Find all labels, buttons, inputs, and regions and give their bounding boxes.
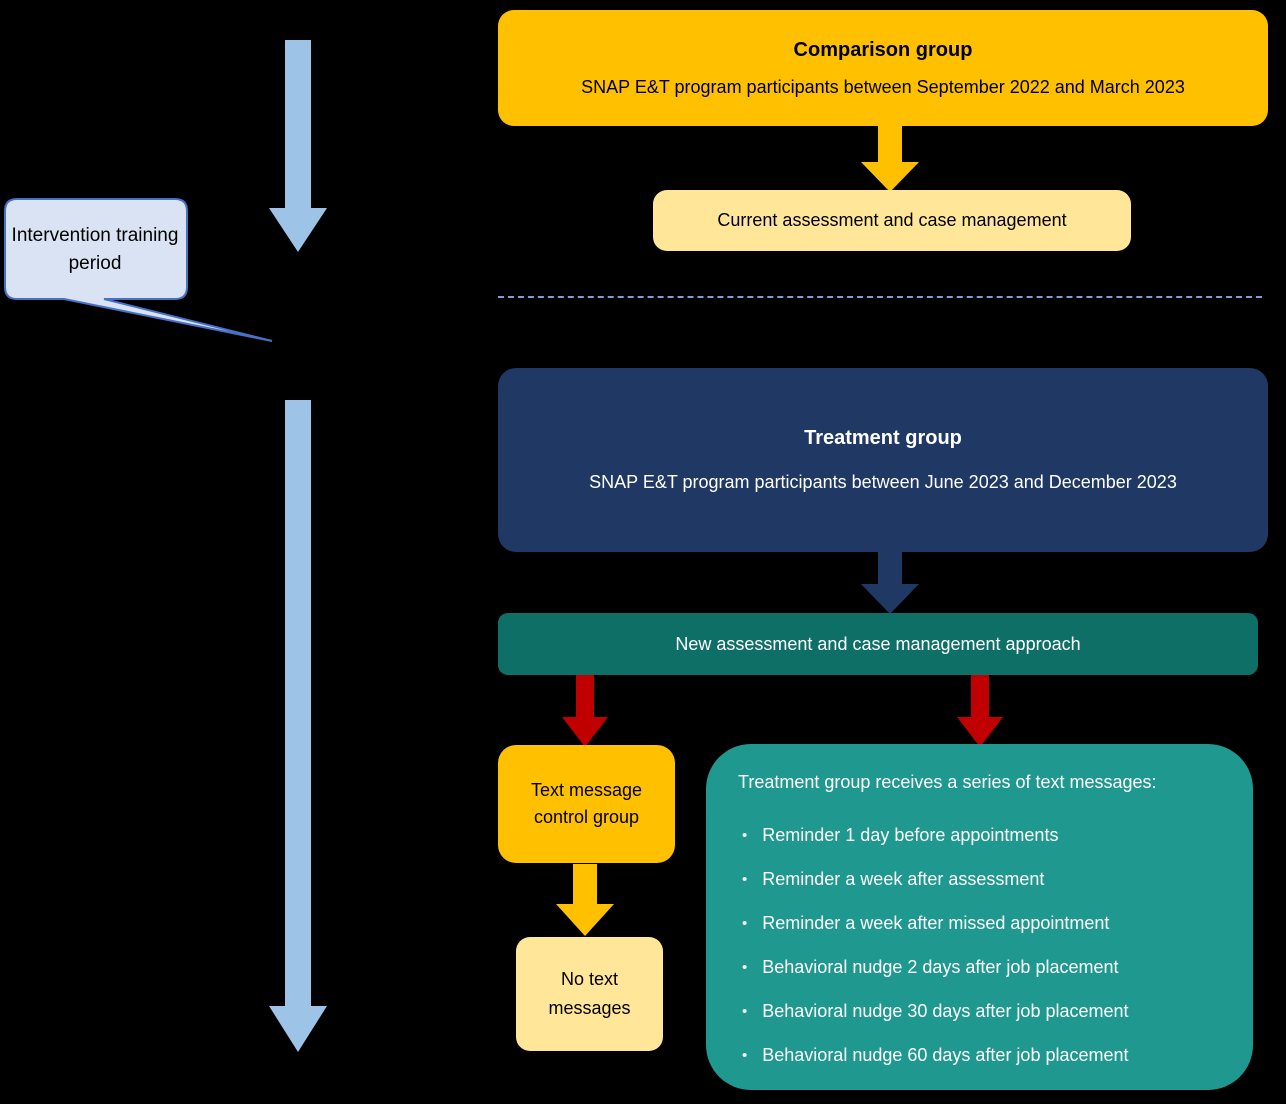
list-item-text: Behavioral nudge 30 days after job place… [762,1000,1129,1021]
treatment-group-subtitle: SNAP E&T program participants between Ju… [589,472,1177,492]
arrow-shape [562,675,608,747]
current-assessment-box: Current assessment and case management [653,190,1131,251]
no-text-messages-box: No text messages [516,937,663,1051]
new-assessment-bar: New assessment and case management appro… [498,613,1258,675]
list-item: • Behavioral nudge 2 days after job plac… [742,945,1223,989]
text-messages-list: • Reminder 1 day before appointments • R… [736,813,1223,1077]
comparison-group-title: Comparison group [793,38,973,61]
treatment-group-box: Treatment group SNAP E&T program partici… [498,368,1268,552]
control-flow-down-arrow-icon [556,864,614,936]
dashed-divider [498,296,1262,298]
text-control-group-label: Text message control group [530,780,643,827]
text-messages-title: Treatment group receives a series of tex… [738,772,1157,792]
timeline-down-arrow-top-icon [269,40,327,252]
list-item: • Reminder a week after assessment [742,857,1223,901]
red-down-arrow-right-icon [957,675,1003,747]
list-item: • Behavioral nudge 30 days after job pla… [742,989,1223,1033]
no-text-messages-label: No text messages [548,969,631,1018]
bullet-icon: • [742,826,748,844]
intervention-callout-label: Intervention training period [11,225,179,274]
arrow-shape [269,40,327,252]
list-item-text: Reminder 1 day before appointments [762,824,1059,845]
bullet-icon: • [742,958,748,976]
list-item-text: Behavioral nudge 2 days after job placem… [762,956,1119,977]
treatment-group-title: Treatment group [804,427,962,449]
comparison-group-box: Comparison group SNAP E&T program partic… [498,10,1268,126]
treatment-flow-down-arrow-icon [861,552,919,614]
list-item: • Behavioral nudge 60 days after job pla… [742,1033,1223,1077]
list-item: • Reminder 1 day before appointments [742,813,1223,857]
bullet-icon: • [742,1002,748,1020]
arrow-shape [861,126,919,192]
new-assessment-label: New assessment and case management appro… [675,633,1081,654]
list-item-text: Reminder a week after assessment [762,868,1045,889]
list-item-text: Reminder a week after missed appointment [762,912,1110,933]
arrow-shape [556,864,614,936]
bullet-icon: • [742,870,748,888]
current-assessment-label: Current assessment and case management [717,210,1067,230]
bullet-icon: • [742,1046,748,1064]
text-messages-box: Treatment group receives a series of tex… [706,744,1253,1090]
arrow-shape [269,400,327,1052]
list-item: • Reminder a week after missed appointme… [742,901,1223,945]
comparison-flow-down-arrow-icon [861,126,919,192]
arrow-shape [861,552,919,614]
timeline-down-arrow-bottom-icon [269,400,327,1052]
list-item-text: Behavioral nudge 60 days after job place… [762,1044,1129,1065]
intervention-callout-shape [4,198,273,342]
arrow-shape [957,675,1003,747]
bullet-icon: • [742,914,748,932]
text-control-group-box: Text message control group [498,745,675,863]
callout-bubble [4,198,273,342]
red-down-arrow-left-icon [562,675,608,747]
comparison-group-subtitle: SNAP E&T program participants between Se… [581,76,1185,97]
